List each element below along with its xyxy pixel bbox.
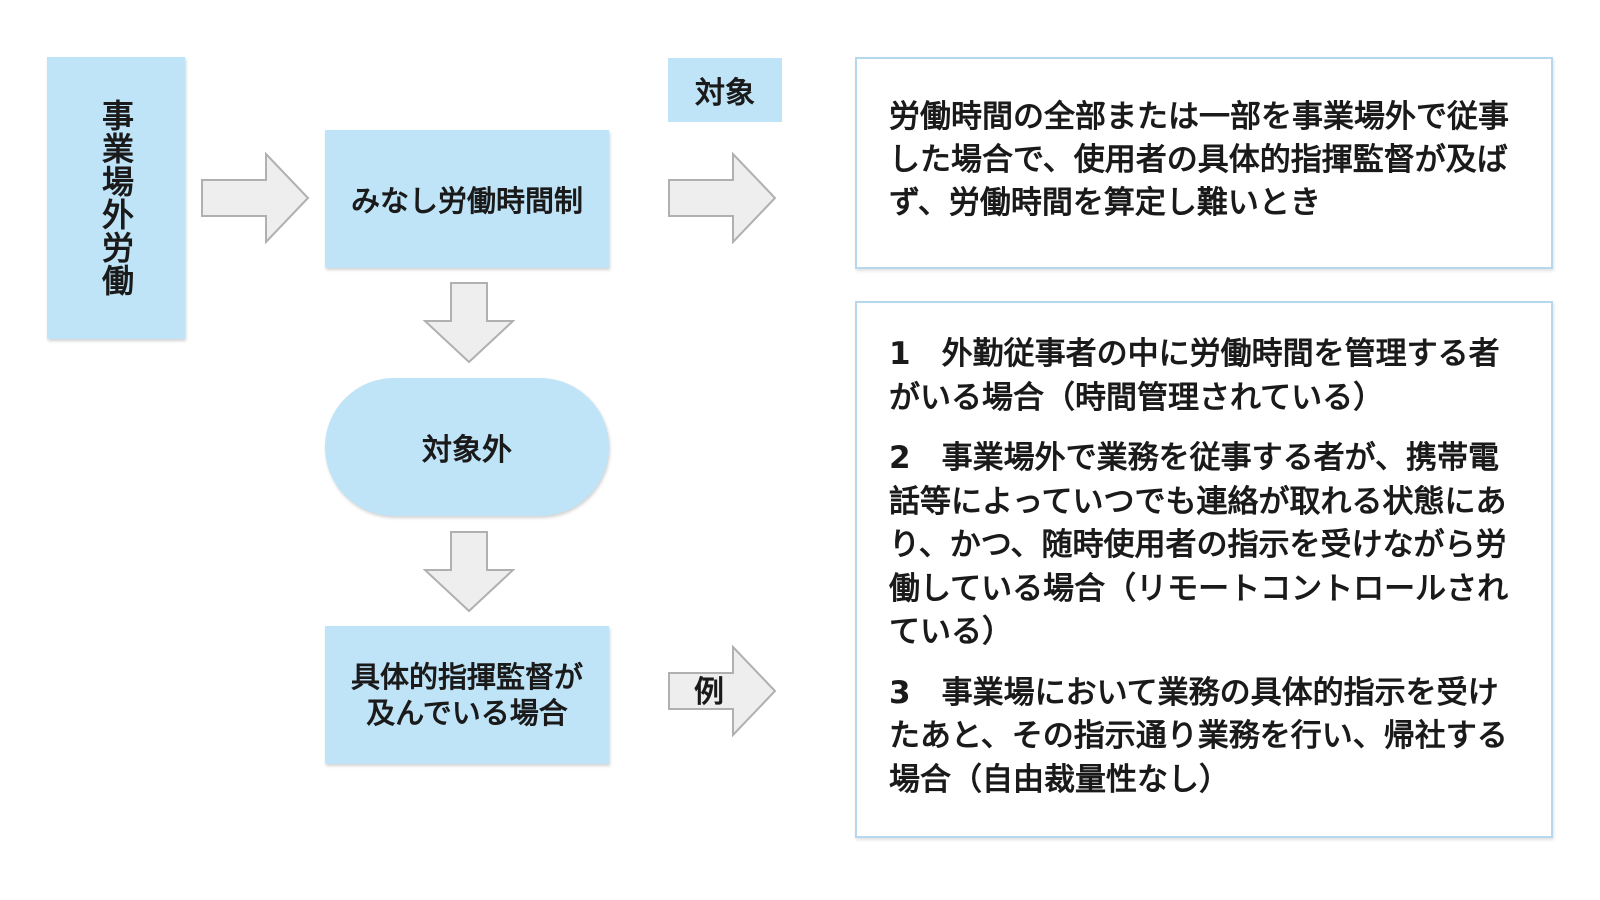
arrow-right-icon (668, 152, 777, 244)
arrow-down-icon (423, 282, 515, 364)
offsite-work-label: 事業場外労働 (97, 99, 135, 297)
offsite-work-box: 事業場外労働 (47, 57, 185, 339)
arrow-right-icon (668, 645, 777, 737)
deemed-working-hours-box: みなし労働時間制 (325, 130, 609, 268)
example-item: 3 事業場において業務の具体的指示を受けたあと、その指示通り業務を行い、帰社する… (889, 674, 1508, 798)
example-label: 例 (694, 675, 724, 710)
target-label-box: 対象 (668, 58, 782, 122)
direct-supervision-box: 具体的指揮監督が及んでいる場合 (325, 626, 609, 764)
example-item: 1 外勤従事者の中に労働時間を管理する者がいる場合（時間管理されている） (889, 336, 1500, 416)
target-condition-text: 労働時間の全部または一部を事業場外で従事した場合で、使用者の具体的指揮監督が及ば… (889, 99, 1509, 221)
arrow-right-icon (201, 152, 310, 244)
direct-supervision-label: 具体的指揮監督が及んでいる場合 (350, 660, 583, 730)
target-condition-panel: 労働時間の全部または一部を事業場外で従事した場合で、使用者の具体的指揮監督が及ば… (855, 57, 1553, 269)
example-item: 2 事業場外で業務を従事する者が、携帯電話等によっていつでも連絡が取れる状態にあ… (889, 440, 1509, 650)
deemed-working-hours-label: みなし労働時間制 (350, 184, 583, 218)
target-label: 対象 (695, 76, 755, 111)
examples-panel: 1 外勤従事者の中に労働時間を管理する者がいる場合（時間管理されている） 2 事… (855, 301, 1553, 838)
not-applicable-label: 対象外 (422, 433, 512, 468)
not-applicable-box: 対象外 (325, 378, 609, 516)
arrow-down-icon (423, 531, 515, 613)
